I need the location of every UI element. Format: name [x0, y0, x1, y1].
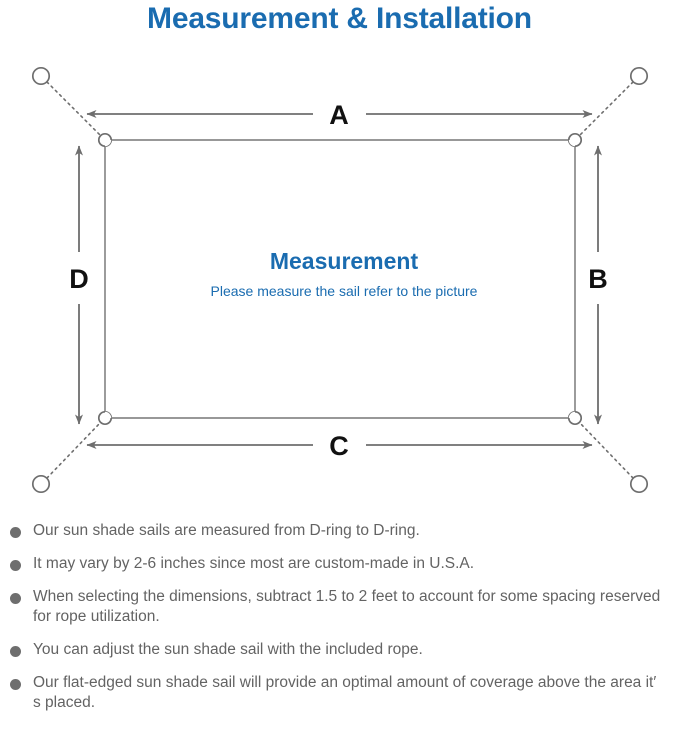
rope-top-right [579, 81, 634, 136]
rope-bottom-right [579, 422, 634, 479]
rope-top-left [46, 81, 101, 136]
anchor-bottom-left-icon [31, 474, 51, 494]
anchor-bottom-right-icon [629, 474, 649, 494]
page-title: Measurement & Installation [147, 2, 532, 35]
sail-body [104, 139, 576, 419]
measurement-diagram: A C D B Measurement Please measure the s… [0, 44, 679, 514]
dimension-label-c: C [329, 431, 349, 461]
list-item: It may vary by 2-6 inches since most are… [10, 554, 665, 574]
d-ring-wedges [105, 140, 575, 418]
dimension-label-b: B [588, 264, 608, 294]
rope-bottom-left [46, 422, 101, 479]
list-item: Our sun shade sails are measured from D-… [10, 521, 665, 541]
bullet-icon [10, 593, 21, 604]
note-text: Our flat-edged sun shade sail will provi… [33, 674, 657, 711]
bullet-icon [10, 560, 21, 571]
bullet-icon [10, 679, 21, 690]
notes-list: Our sun shade sails are measured from D-… [0, 521, 679, 726]
note-text: When selecting the dimensions, subtract … [33, 588, 661, 625]
bullet-icon [10, 646, 21, 657]
list-item: When selecting the dimensions, subtract … [10, 587, 665, 627]
note-text: It may vary by 2-6 inches since most are… [33, 555, 475, 572]
diagram-center-title: Measurement [270, 248, 419, 274]
anchor-points [31, 66, 649, 494]
list-item: You can adjust the sun shade sail with t… [10, 640, 665, 660]
dimension-label-d: D [69, 264, 89, 294]
anchor-top-left-icon [31, 66, 51, 86]
diagram-center-subtitle: Please measure the sail refer to the pic… [211, 283, 478, 299]
dimension-label-a: A [329, 100, 349, 130]
rope-lines [46, 81, 634, 479]
note-text: You can adjust the sun shade sail with t… [33, 641, 423, 658]
list-item: Our flat-edged sun shade sail will provi… [10, 673, 665, 713]
note-text: Our sun shade sails are measured from D-… [33, 522, 420, 539]
bullet-icon [10, 527, 21, 538]
anchor-top-right-icon [629, 66, 649, 86]
